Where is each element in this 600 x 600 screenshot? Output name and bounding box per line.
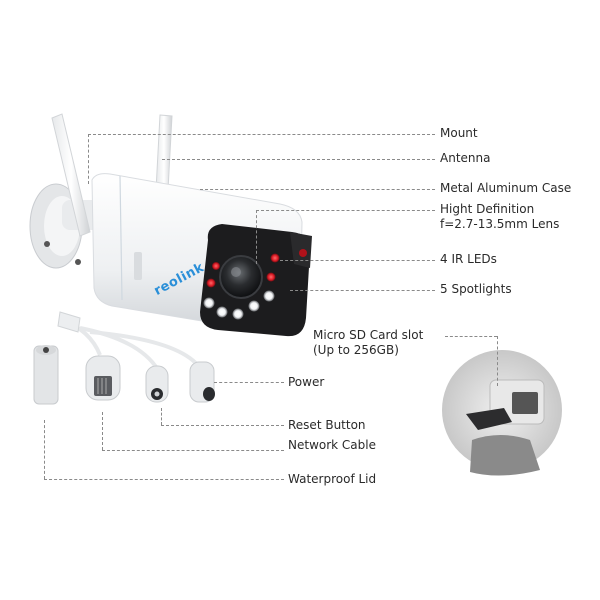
label-spotlights: 5 Spotlights (440, 282, 512, 296)
cables (61, 318, 202, 372)
lens (219, 255, 263, 299)
ir-leds (206, 253, 280, 288)
label-network: Network Cable (288, 438, 376, 452)
label-sd-line1: Micro SD Card slot (313, 328, 424, 342)
label-lens-line2: f=2.7-13.5mm Lens (440, 217, 560, 231)
label-ir-leds: 4 IR LEDs (440, 252, 497, 266)
power-connector (189, 361, 215, 403)
leader-line-lid-v (44, 420, 45, 479)
label-mount: Mount (440, 126, 478, 140)
leader-line-antenna (162, 159, 435, 160)
leader-line-sd-v (497, 336, 498, 386)
leader-line-sd (445, 336, 497, 337)
leader-line-lens-v (256, 210, 257, 264)
leader-line-mount-v (88, 134, 89, 184)
reset-connector (145, 365, 169, 403)
label-reset: Reset Button (288, 418, 366, 432)
spotlights (203, 290, 275, 320)
label-lid: Waterproof Lid (288, 472, 377, 486)
leader-line-case (200, 189, 435, 190)
leader-line-reset-v (161, 408, 162, 425)
label-lens-line1: Hight Definition (440, 202, 535, 216)
leader-line-mount (88, 134, 435, 135)
wall-mount (29, 183, 102, 269)
leader-line-ir (280, 260, 435, 261)
leader-line-reset (161, 425, 284, 426)
leader-line-spotlights (290, 290, 435, 291)
label-power: Power (288, 375, 325, 389)
label-sd-slot: Micro SD Card slot (Up to 256GB) (313, 328, 423, 358)
label-sd-line2: (Up to 256GB) (313, 343, 399, 357)
leader-line-lid (44, 479, 284, 480)
leader-line-network (102, 450, 284, 451)
leader-line-power (214, 382, 284, 383)
sd-card-inset (442, 350, 562, 476)
waterproof-lid (33, 345, 59, 405)
label-lens: Hight Definition f=2.7-13.5mm Lens (440, 202, 559, 232)
label-antenna: Antenna (440, 151, 491, 165)
label-case: Metal Aluminum Case (440, 181, 572, 195)
leader-line-network-v (102, 412, 103, 450)
antennas (51, 113, 173, 237)
leader-line-lens (256, 210, 435, 211)
network-connector (85, 355, 121, 401)
